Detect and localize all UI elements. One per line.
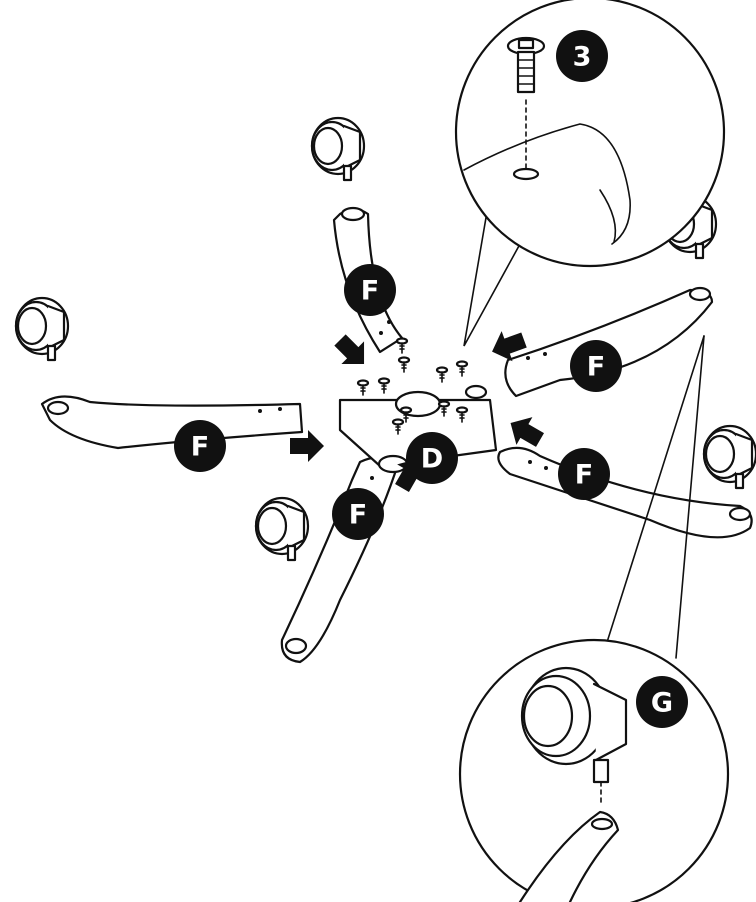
caster-top: [312, 118, 364, 180]
svg-text:F: F: [191, 432, 209, 463]
svg-text:3: 3: [573, 42, 592, 73]
arrow-icon: [290, 430, 324, 462]
svg-text:F: F: [575, 460, 593, 491]
arrow-icon: [503, 409, 548, 454]
svg-text:F: F: [349, 500, 367, 531]
arm-label-lower-right: F: [558, 448, 610, 500]
arm-label-upper-right: F: [570, 340, 622, 392]
svg-text:F: F: [587, 352, 605, 383]
caster-left: [16, 298, 68, 360]
hub-label: D: [406, 432, 458, 484]
arm-label-left: F: [174, 420, 226, 472]
arrow-icon: [329, 329, 376, 376]
arm-lower-left: [282, 457, 398, 662]
caster-label: G: [636, 676, 688, 728]
screw-count-label: 3: [556, 30, 608, 82]
svg-text:F: F: [361, 276, 379, 307]
arm-label-lower-left: F: [332, 488, 384, 540]
svg-text:G: G: [651, 688, 673, 719]
caster-right-lower: [704, 426, 756, 488]
arm-left: [42, 396, 302, 448]
svg-text:D: D: [421, 444, 443, 475]
caster-lower-left: [256, 498, 308, 560]
caster-detail-callout: [460, 336, 728, 902]
arm-label-top: F: [344, 264, 396, 316]
